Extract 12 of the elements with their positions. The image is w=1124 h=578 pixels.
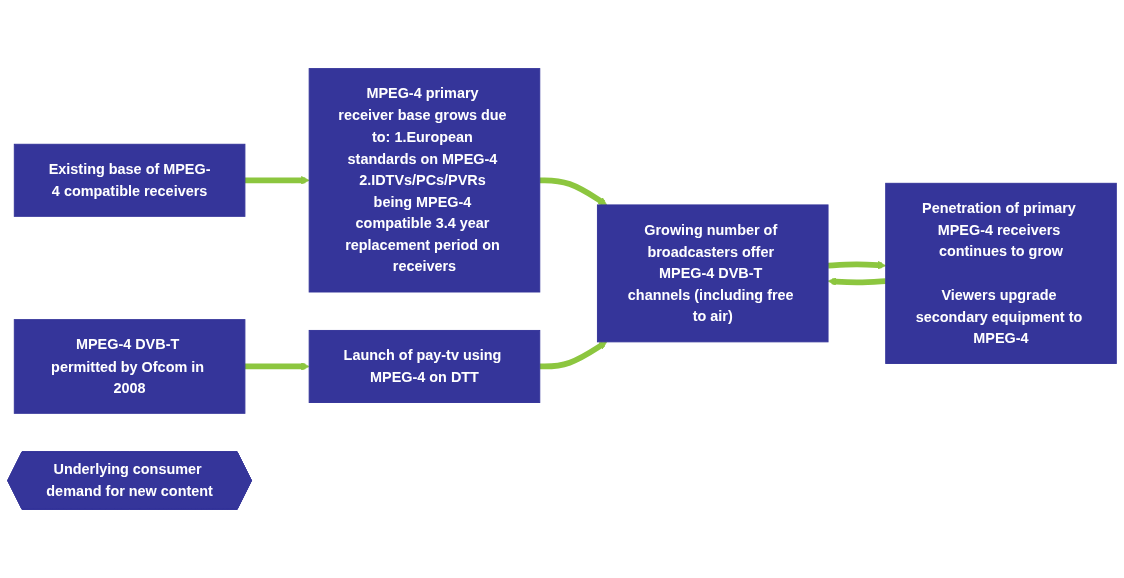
node-box: Penetration of primary MPEG-4 receivers continues to grow Viewers upgrade secondary equipment to MPEG-4 [885,182,1117,364]
node-box: Launch of pay-tv using MPEG-4 on DTT [308,329,541,403]
arrow [539,177,608,206]
arrow [827,277,886,286]
node-box: MPEG-4 DVB-T permitted by Ofcom in 2008 [13,319,246,414]
arrow [827,260,887,270]
arrow [244,362,310,371]
node-box: Existing base of MPEG-4 compatible receivers [13,143,246,217]
node-box: Growing number of broadcasters offer MPEG-4 DVB-T channels (including free to air) [596,204,829,343]
node-box: MPEG-4 primary receiver base grows due to: 1.European standards on MPEG-4 2.IDTVs/PCs/PVRs being MPEG-4 compatible 3.4 year replacement period on receivers [308,68,541,293]
arrow [244,176,310,185]
arrow [539,341,608,370]
